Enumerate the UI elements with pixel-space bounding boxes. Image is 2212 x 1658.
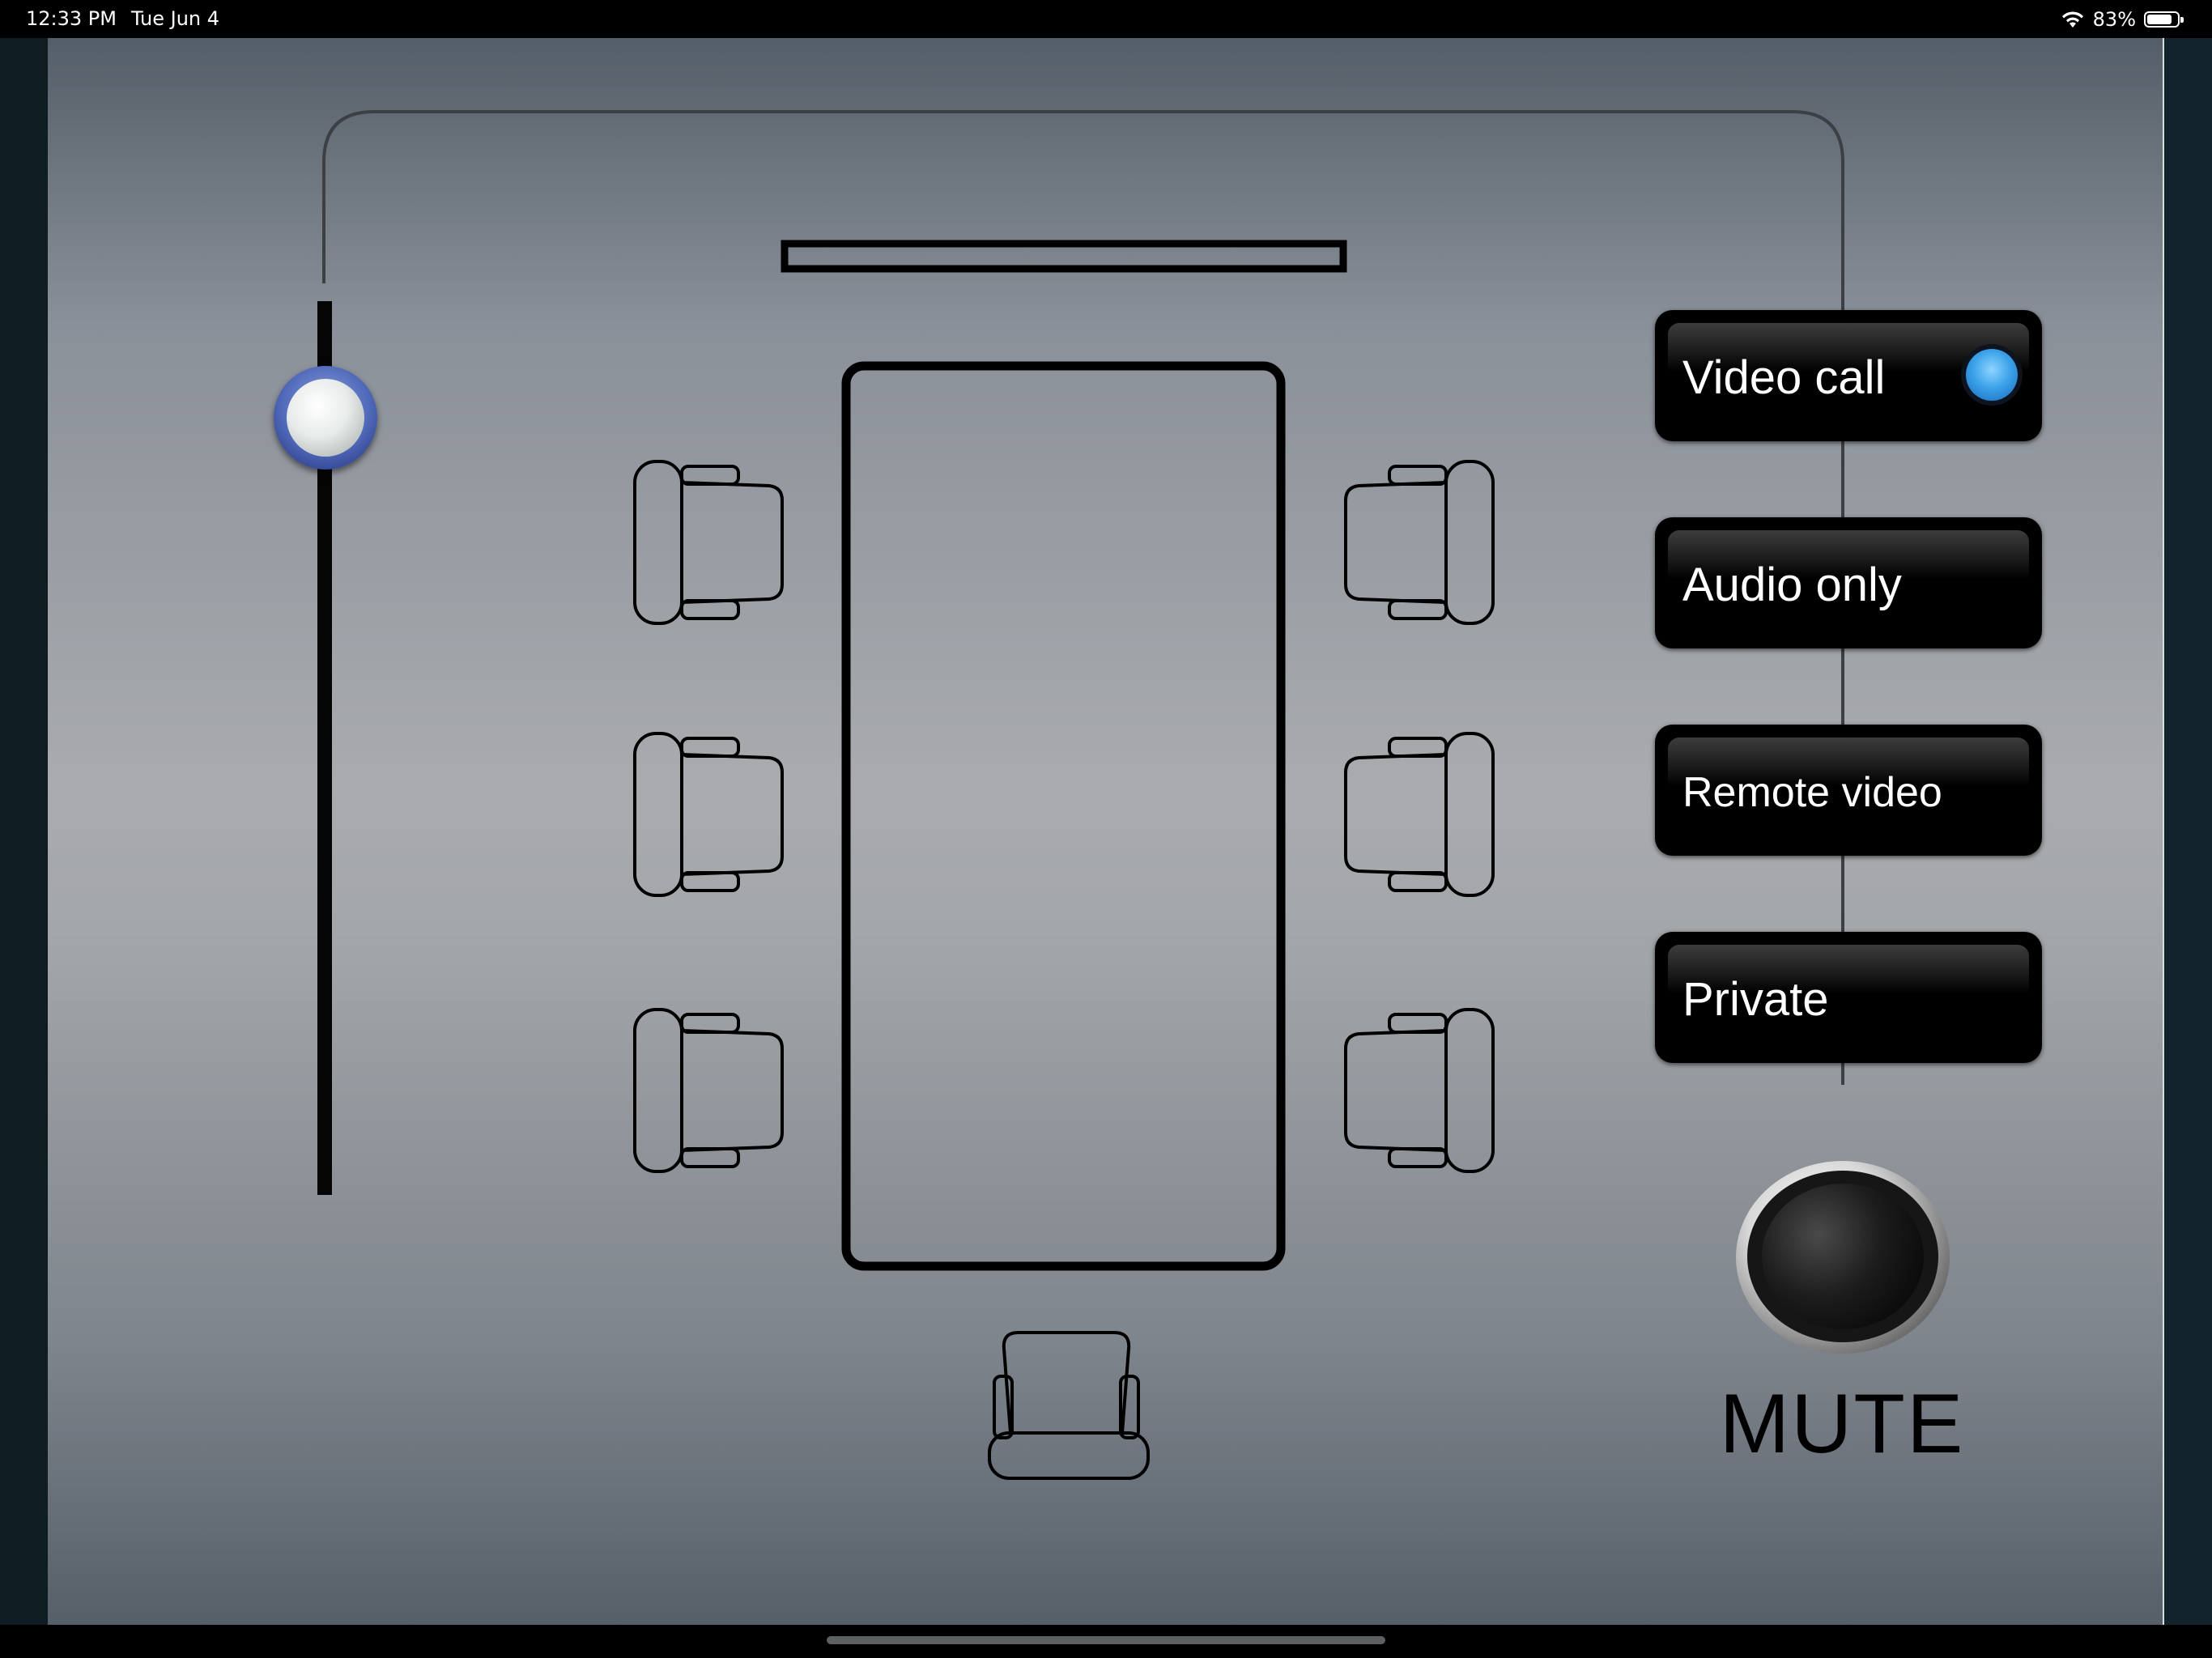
- button-gloss: [1668, 945, 2029, 993]
- chair-icon: [633, 1008, 784, 1173]
- private-label: Private: [1682, 973, 1829, 1026]
- chair-icon: [1346, 1010, 1493, 1171]
- button-gloss: [1668, 530, 2029, 579]
- wifi-icon: [2061, 11, 2083, 28]
- volume-slider-handle[interactable]: [274, 366, 377, 470]
- panel-edge: [2163, 38, 2212, 1625]
- display-screen-icon: [781, 240, 1347, 273]
- button-gloss: [1668, 738, 2029, 786]
- battery-percent: 83%: [2092, 8, 2136, 31]
- chair-icon: [988, 1331, 1150, 1480]
- remote-video-button[interactable]: Remote video: [1655, 725, 2042, 856]
- battery-fill: [2147, 15, 2172, 24]
- status-date: Tue Jun 4: [131, 7, 220, 30]
- mute-button-center: [1762, 1184, 1924, 1329]
- volume-slider-handle-center: [287, 379, 364, 457]
- conference-table-icon: [841, 361, 1286, 1271]
- chair-icon: [633, 732, 784, 897]
- home-indicator[interactable]: [827, 1636, 1385, 1644]
- audio-only-label: Audio only: [1682, 559, 1902, 611]
- video-call-button[interactable]: Video call: [1655, 310, 2042, 441]
- mute-button[interactable]: [1736, 1161, 1950, 1354]
- active-indicator-icon: [1961, 344, 2023, 406]
- room-outline: [322, 110, 1844, 1085]
- mute-label: MUTE: [1719, 1377, 1965, 1471]
- status-bar: 12:33 PM Tue Jun 4 83%: [0, 0, 2212, 38]
- remote-video-label: Remote video: [1682, 769, 1942, 816]
- chair-icon: [633, 460, 784, 625]
- private-button[interactable]: Private: [1655, 932, 2042, 1063]
- active-indicator-light: [1966, 349, 2018, 401]
- battery-icon: [2144, 11, 2184, 28]
- volume-slider-track[interactable]: [317, 301, 332, 1195]
- mute-button-ring: [1747, 1171, 1938, 1342]
- video-call-label: Video call: [1682, 351, 1886, 404]
- audio-only-button[interactable]: Audio only: [1655, 517, 2042, 648]
- chair-icon: [1346, 733, 1493, 895]
- status-right: 83%: [2061, 5, 2184, 34]
- status-time: 12:33 PM: [26, 7, 117, 30]
- chair-icon: [1346, 461, 1493, 623]
